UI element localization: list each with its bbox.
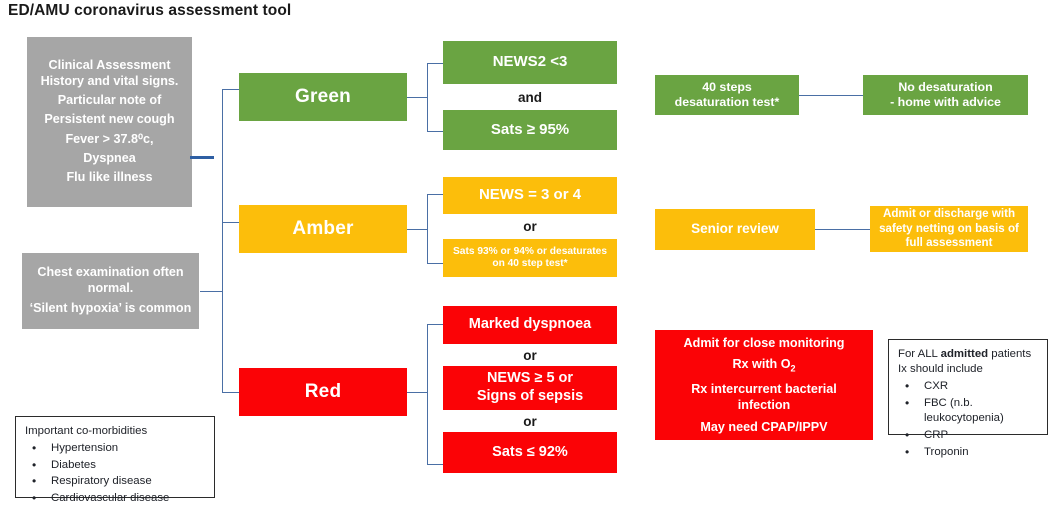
red-news-line-2: Signs of sepsis xyxy=(476,388,584,404)
connector-green-test-to-outcome xyxy=(799,95,864,97)
category-green-box[interactable]: Green xyxy=(239,73,407,121)
red-criteria-sats-box: Sats ≤ 92% xyxy=(443,432,617,473)
amber-criteria-sats-box: Sats 93% or 94% or desaturates on 40 ste… xyxy=(443,239,617,277)
green-criteria-sats-box: Sats ≥ 95% xyxy=(443,110,617,150)
comorbidities-heading: Important co-morbidities xyxy=(25,425,148,437)
connector-green-out xyxy=(407,97,428,99)
green-40-step-test-box: 40 steps desaturation test* xyxy=(655,75,799,115)
list-item: Cardiovascular disease xyxy=(25,490,206,506)
red-criteria-news-sepsis-box: NEWS ≥ 5 or Signs of sepsis xyxy=(443,366,617,410)
green-outcome-home-box: No desaturation - home with advice xyxy=(863,75,1028,115)
red-action-line-4: May need CPAP/IPPV xyxy=(700,419,828,434)
connector-green-bracket-vertical xyxy=(427,63,429,132)
connector-red-to-criteria-3 xyxy=(427,464,444,466)
list-item: Troponin xyxy=(898,444,1039,460)
connector-chest-to-spine xyxy=(200,291,223,293)
connector-amber-bracket-vertical xyxy=(427,194,429,264)
investigations-heading-post: patients Ix should include xyxy=(898,348,1032,376)
investigations-heading-pre: For ALL xyxy=(898,348,941,360)
connector-green-to-criteria-2 xyxy=(427,131,444,133)
clinical-assessment-line-4: Persistent new cough xyxy=(44,112,175,127)
green-criteria-news2-box: NEWS2 <3 xyxy=(443,41,617,84)
green-operator-and: and xyxy=(517,89,542,105)
amber-sats-line-1: Sats 93% or 94% or desaturates xyxy=(452,245,608,257)
investigations-heading-bold: admitted xyxy=(940,348,989,360)
green-test-line-1: 40 steps xyxy=(702,79,752,94)
category-red-box[interactable]: Red xyxy=(239,368,407,416)
comorbidities-list: Hypertension Diabetes Respiratory diseas… xyxy=(25,440,206,506)
red-action-o2-subscript: 2 xyxy=(790,364,796,374)
comorbidities-box: Important co-morbidities Hypertension Di… xyxy=(15,416,215,506)
red-action-line-3b: infection xyxy=(737,398,791,413)
red-operator-or-2: or xyxy=(523,413,537,429)
connector-spine-vertical xyxy=(222,89,224,393)
connector-spine-to-green xyxy=(222,89,239,91)
amber-senior-review-box: Senior review xyxy=(655,209,815,250)
green-test-line-2: desaturation test* xyxy=(674,95,780,109)
connector-green-to-criteria-1 xyxy=(427,63,444,65)
clinical-assessment-line-6: Dyspnea xyxy=(83,151,136,166)
connector-spine-to-red xyxy=(222,392,239,394)
investigations-list: CXR FBC (n.b. leukocytopenia) CRP Tropon… xyxy=(898,378,1039,460)
connector-amber-to-criteria-1 xyxy=(427,194,444,196)
amber-outcome-box: Admit or discharge with safety netting o… xyxy=(870,206,1028,252)
connector-amber-out xyxy=(407,229,428,231)
red-admit-actions-box: Admit for close monitoring Rx with O2 Rx… xyxy=(655,330,873,440)
list-item: CXR xyxy=(898,378,1039,394)
list-item: Diabetes xyxy=(25,457,206,473)
clinical-assessment-box: Clinical Assessment History and vital si… xyxy=(27,37,192,207)
green-outcome-line-2: - home with advice xyxy=(890,95,1001,109)
clinical-assessment-line-7: Flu like illness xyxy=(66,170,153,185)
clinical-assessment-line-1: Clinical Assessment xyxy=(48,58,171,73)
list-item: Respiratory disease xyxy=(25,473,206,489)
red-criteria-dyspnoea-box: Marked dyspnoea xyxy=(443,306,617,344)
clinical-assessment-line-5: Fever > 37.8⁰c, xyxy=(65,131,154,146)
connector-amber-review-to-outcome xyxy=(815,229,871,231)
list-item: CRP xyxy=(898,427,1039,443)
list-item: Hypertension xyxy=(25,440,206,456)
red-action-line-3a: Rx intercurrent bacterial xyxy=(691,381,837,396)
red-action-rx-o2-text: Rx with O xyxy=(732,357,791,372)
amber-outcome-line-1: Admit or discharge with xyxy=(882,207,1016,221)
red-action-line-2: Rx with O2 xyxy=(732,356,795,375)
green-outcome-line-1: No desaturation xyxy=(898,79,993,94)
connector-spine-to-amber xyxy=(222,222,239,224)
connector-red-to-criteria-1 xyxy=(427,324,444,326)
investigations-heading: For ALL admitted patients Ix should incl… xyxy=(898,347,1039,378)
red-news-line-1: NEWS ≥ 5 or xyxy=(486,370,574,387)
category-amber-box[interactable]: Amber xyxy=(239,205,407,253)
chest-exam-line-1: Chest examination often normal. xyxy=(37,265,184,295)
amber-criteria-news-box: NEWS = 3 or 4 xyxy=(443,177,617,214)
amber-sats-line-2: on 40 step test* xyxy=(492,258,568,269)
list-item: FBC (n.b. leukocytopenia) xyxy=(898,395,1039,427)
clinical-assessment-line-2: History and vital signs. xyxy=(40,73,179,88)
connector-clinical-to-spine xyxy=(190,156,214,160)
amber-operator-or: or xyxy=(523,219,537,234)
connector-red-out xyxy=(407,392,428,394)
amber-outcome-line-2: safety netting on basis of xyxy=(879,221,1019,235)
investigations-box: For ALL admitted patients Ix should incl… xyxy=(888,339,1048,460)
red-operator-or-1: or xyxy=(523,347,537,363)
chest-exam-line-2: ‘Silent hypoxia’ is common xyxy=(29,301,192,316)
red-action-line-1: Admit for close monitoring xyxy=(683,336,845,351)
page-title: ED/AMU coronavirus assessment tool xyxy=(8,2,292,19)
clinical-assessment-line-3: Particular note of xyxy=(57,92,162,107)
connector-amber-to-criteria-2 xyxy=(427,263,444,265)
amber-outcome-line-3: full assessment xyxy=(905,236,993,250)
connector-red-bracket-vertical xyxy=(427,324,429,465)
chest-examination-box: Chest examination often normal. ‘Silent … xyxy=(22,253,199,329)
